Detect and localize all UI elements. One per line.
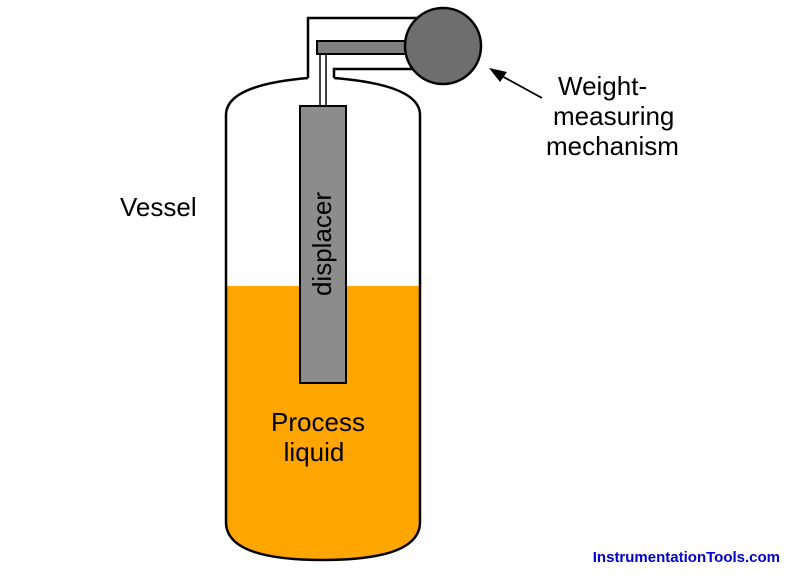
watermark: InstrumentationTools.com [593, 549, 780, 566]
torque-rod [316, 40, 416, 55]
mechanism-arrow-head [489, 68, 507, 82]
process-liquid-label-line1: Process [271, 407, 365, 437]
vessel-label: Vessel [120, 192, 197, 222]
weight-measuring-mechanism [403, 6, 483, 86]
neck-pipe-left [306, 16, 428, 78]
mechanism-label-line3: mechanism [546, 131, 679, 161]
mechanism-label-line1: Weight- [558, 71, 647, 101]
mechanism-label-line2: measuring [553, 101, 674, 131]
vessel-shell [224, 76, 422, 562]
displacer [299, 105, 347, 384]
mechanism-arrow-line [499, 74, 543, 99]
process-liquid-label-line2: liquid [284, 437, 345, 467]
displacer-label: displacer [307, 192, 337, 296]
neck-pipe-right [332, 67, 418, 78]
suspension-wire [319, 49, 327, 106]
